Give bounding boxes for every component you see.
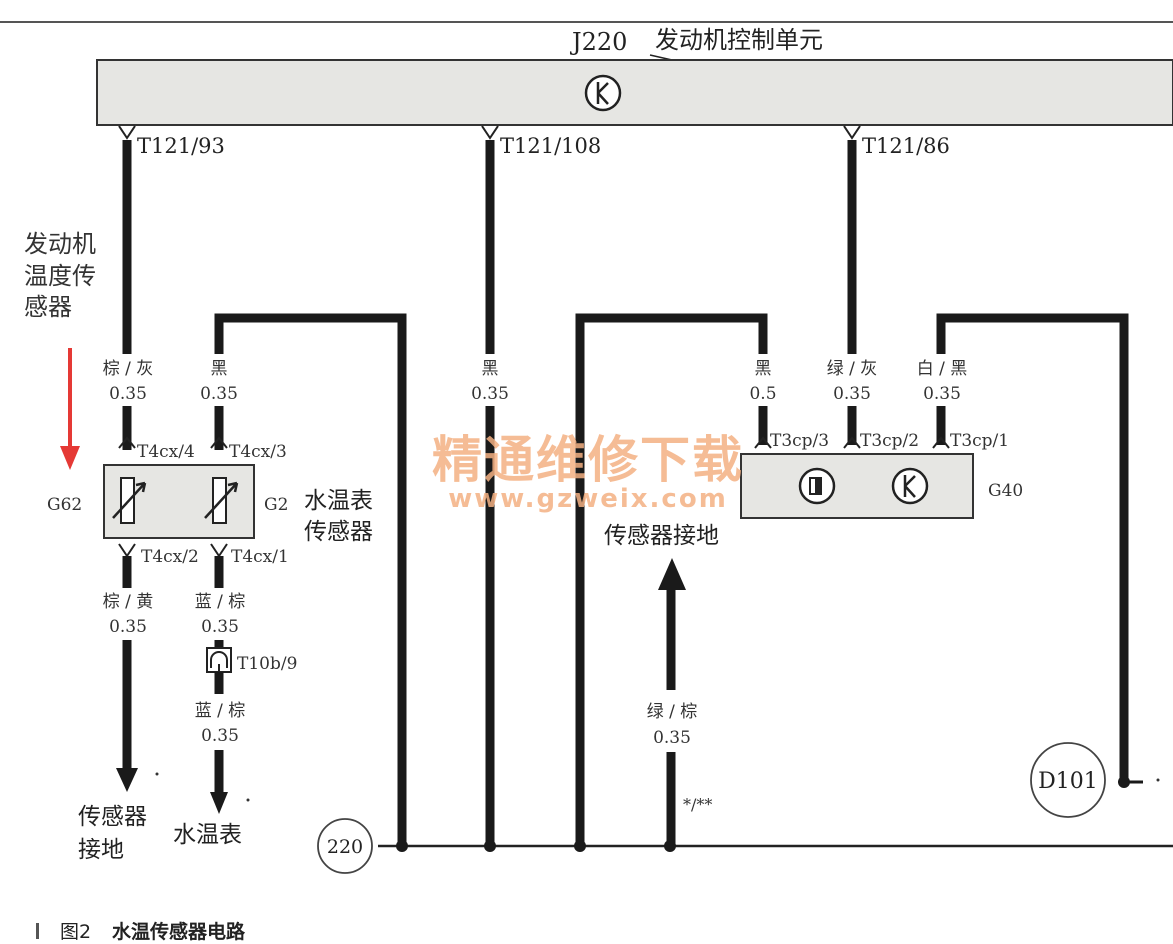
wire-label-sensor-ground: 绿 / 棕 0.35 bbox=[647, 702, 698, 748]
svg-text:T4cx/2: T4cx/2 bbox=[141, 547, 199, 567]
connector-t4cx-2: T4cx/2 bbox=[118, 543, 199, 588]
engine-temp-sensor-title: 发动机 温度传 感器 bbox=[24, 230, 96, 321]
svg-text:白 / 黑: 白 / 黑 bbox=[917, 359, 968, 379]
hall-sensor-icon bbox=[798, 467, 836, 505]
svg-text:黑: 黑 bbox=[211, 359, 228, 379]
ecu-j220 bbox=[96, 59, 1173, 126]
svg-text:0.5: 0.5 bbox=[749, 384, 776, 404]
pin-t121-86: T121/86 bbox=[843, 125, 950, 158]
svg-text:水温表: 水温表 bbox=[304, 488, 373, 514]
ground-point-d101: D101 bbox=[1030, 742, 1106, 818]
svg-text:D101: D101 bbox=[1038, 769, 1098, 794]
watermark-url: www.gzweix.com bbox=[448, 484, 728, 514]
connector-t4cx-4: T4cx/4 bbox=[118, 416, 195, 462]
wire-label-t121-108: 黑 0.35 bbox=[466, 354, 514, 406]
k-symbol-icon bbox=[584, 74, 622, 112]
svg-text:T121/86: T121/86 bbox=[862, 134, 950, 158]
svg-text:发动机: 发动机 bbox=[24, 230, 96, 258]
ecu-box bbox=[96, 59, 1173, 126]
wire-label-t121-93: 棕 / 灰 0.35 bbox=[96, 354, 160, 406]
svg-text:0.35: 0.35 bbox=[201, 726, 239, 746]
sensor-ground-label: 传感器接地 bbox=[604, 523, 719, 549]
component-g62: G62 bbox=[47, 495, 82, 515]
svg-text:黑: 黑 bbox=[755, 359, 772, 379]
svg-text:绿 / 棕: 绿 / 棕 bbox=[647, 702, 698, 722]
svg-text:绿 / 灰: 绿 / 灰 bbox=[827, 359, 878, 379]
ecu-name: 发动机控制单元 bbox=[655, 26, 823, 54]
svg-text:T3cp/3: T3cp/3 bbox=[770, 431, 829, 451]
svg-text:蓝 / 棕: 蓝 / 棕 bbox=[195, 701, 246, 721]
caption-text: 水温传感器电路 bbox=[112, 920, 246, 943]
ground-point-220: 220 bbox=[317, 818, 373, 874]
connector-t3cp-2: T3cp/2 bbox=[843, 410, 919, 451]
sensor-ground-arrow bbox=[658, 558, 686, 848]
wire-label-g62-bottom: 棕 / 黄 0.35 bbox=[103, 592, 154, 637]
svg-text:0.35: 0.35 bbox=[200, 384, 238, 404]
component-g2: G2 bbox=[264, 495, 288, 515]
svg-text:T121/93: T121/93 bbox=[137, 134, 225, 158]
ntc-thermistor-icon bbox=[112, 477, 147, 524]
svg-text:感器: 感器 bbox=[24, 293, 72, 321]
svg-text:传感器: 传感器 bbox=[304, 519, 373, 545]
ecu-id: J220 bbox=[569, 28, 627, 56]
edge-dot bbox=[1156, 778, 1160, 782]
svg-text:接地: 接地 bbox=[78, 837, 124, 863]
wire-label-gauge: 蓝 / 棕 0.35 bbox=[195, 701, 246, 746]
wire-label-g40-c: 白 / 黑 0.35 bbox=[907, 354, 977, 406]
connector-t3cp-3: T3cp/3 bbox=[754, 410, 829, 451]
sensor-box-g40 bbox=[740, 453, 974, 519]
component-g40: G40 bbox=[988, 481, 1023, 501]
wire-to-gauge-arrow bbox=[210, 750, 250, 814]
g2-label: 水温表 传感器 bbox=[304, 488, 373, 545]
svg-text:温度传: 温度传 bbox=[24, 262, 96, 290]
caption-fig: 图2 bbox=[60, 921, 91, 943]
connector-t10b-9: T10b/9 bbox=[206, 647, 297, 674]
wire-label-g40-a: 黑 0.5 bbox=[741, 354, 785, 406]
svg-text:T10b/9: T10b/9 bbox=[237, 654, 297, 674]
watermark: 精通维修下载 www.gzweix.com bbox=[432, 431, 744, 514]
pin-t121-108: T121/108 bbox=[481, 125, 601, 158]
wire-label-g40-b: 绿 / 灰 0.35 bbox=[816, 354, 888, 406]
svg-text:0.35: 0.35 bbox=[201, 617, 239, 637]
wire-label-g2-bottom: 蓝 / 棕 0.35 bbox=[195, 592, 246, 637]
ntc-thermistor-icon bbox=[204, 477, 239, 524]
svg-text:蓝 / 棕: 蓝 / 棕 bbox=[195, 592, 246, 612]
svg-text:T4cx/4: T4cx/4 bbox=[137, 442, 195, 462]
svg-text:0.35: 0.35 bbox=[923, 384, 961, 404]
watermark-title: 精通维修下载 bbox=[432, 431, 744, 489]
svg-text:T121/108: T121/108 bbox=[500, 134, 601, 158]
left-ground-label: 传感器 接地 bbox=[78, 804, 147, 863]
svg-text:T3cp/1: T3cp/1 bbox=[950, 431, 1009, 451]
svg-text:T4cx/1: T4cx/1 bbox=[231, 547, 289, 567]
wire-g62-ground bbox=[116, 640, 159, 792]
svg-text:T4cx/3: T4cx/3 bbox=[229, 442, 287, 462]
svg-text:传感器: 传感器 bbox=[78, 804, 147, 830]
k-symbol-icon bbox=[891, 467, 929, 505]
footnote-mark: */** bbox=[683, 795, 712, 814]
wire-g2-loop bbox=[214, 313, 407, 848]
wire-label-g2-top: 黑 0.35 bbox=[195, 354, 243, 406]
d101-junction bbox=[1118, 776, 1130, 788]
svg-text:0.35: 0.35 bbox=[653, 728, 691, 748]
svg-text:0.35: 0.35 bbox=[109, 617, 147, 637]
svg-text:220: 220 bbox=[327, 836, 363, 858]
svg-text:棕 / 黄: 棕 / 黄 bbox=[103, 592, 154, 612]
gauge-label: 水温表 bbox=[173, 822, 242, 848]
red-arrow bbox=[60, 348, 80, 470]
connector-t3cp-1: T3cp/1 bbox=[932, 410, 1009, 451]
connector-t4cx-1: T4cx/1 bbox=[210, 543, 289, 588]
svg-text:0.35: 0.35 bbox=[109, 384, 147, 404]
svg-text:0.35: 0.35 bbox=[471, 384, 509, 404]
svg-text:0.35: 0.35 bbox=[833, 384, 871, 404]
connector-t4cx-3: T4cx/3 bbox=[210, 416, 287, 462]
svg-text:棕 / 灰: 棕 / 灰 bbox=[103, 359, 154, 379]
ground-bus bbox=[378, 840, 1173, 852]
svg-text:T3cp/2: T3cp/2 bbox=[860, 431, 919, 451]
figure-caption: 图2 水温传感器电路 bbox=[36, 920, 246, 943]
sensor-box-g62-g2 bbox=[103, 464, 255, 539]
pin-t121-93: T121/93 bbox=[118, 125, 225, 158]
svg-text:黑: 黑 bbox=[482, 359, 499, 379]
